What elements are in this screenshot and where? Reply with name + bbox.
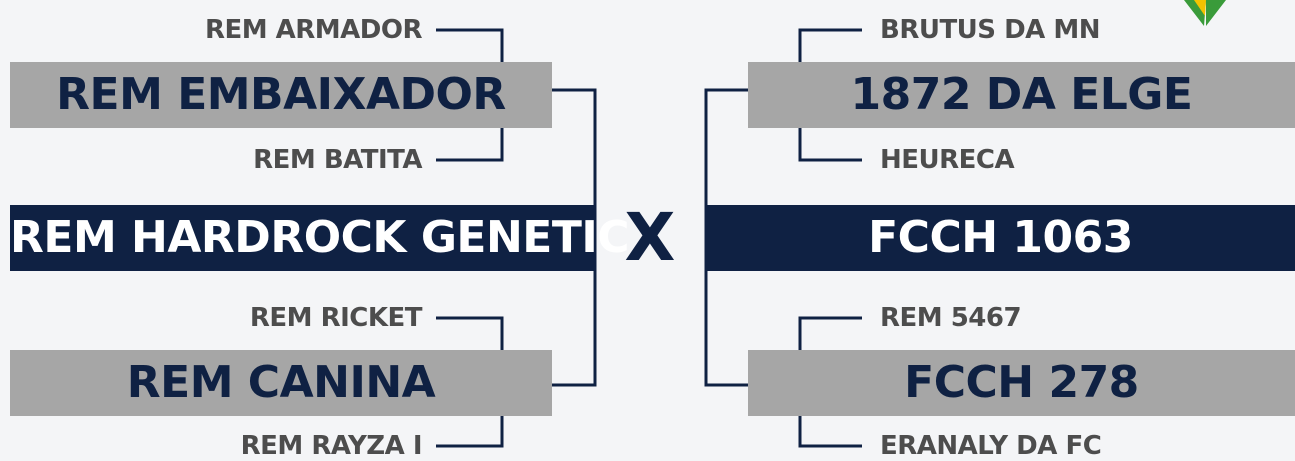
left-sire-box: REM EMBAIXADOR [10,62,552,128]
versus-label: X [624,199,676,276]
logo-icon [1184,0,1226,26]
left-main-animal: REM HARDROCK GENETIC [10,205,630,271]
left-sire-father: REM ARMADOR [204,15,423,45]
right-sire-father: BRUTUS DA MN [880,15,1100,45]
right-sire-mother: HEURECA [880,145,1015,175]
left-dam-father: REM RICKET [249,303,423,333]
left-sire-mother: REM BATITA [253,145,422,175]
right-sire-box: 1872 DA ELGE [748,62,1295,128]
right-dam-mother: ERANALY DA FC [880,431,1102,461]
right-main-animal: FCCH 1063 [706,205,1295,271]
right-dam-father: REM 5467 [880,303,1022,333]
left-dam-box: REM CANINA [10,350,552,416]
left-dam-mother: REM RAYZA I [240,431,423,461]
right-dam-box: FCCH 278 [748,350,1295,416]
